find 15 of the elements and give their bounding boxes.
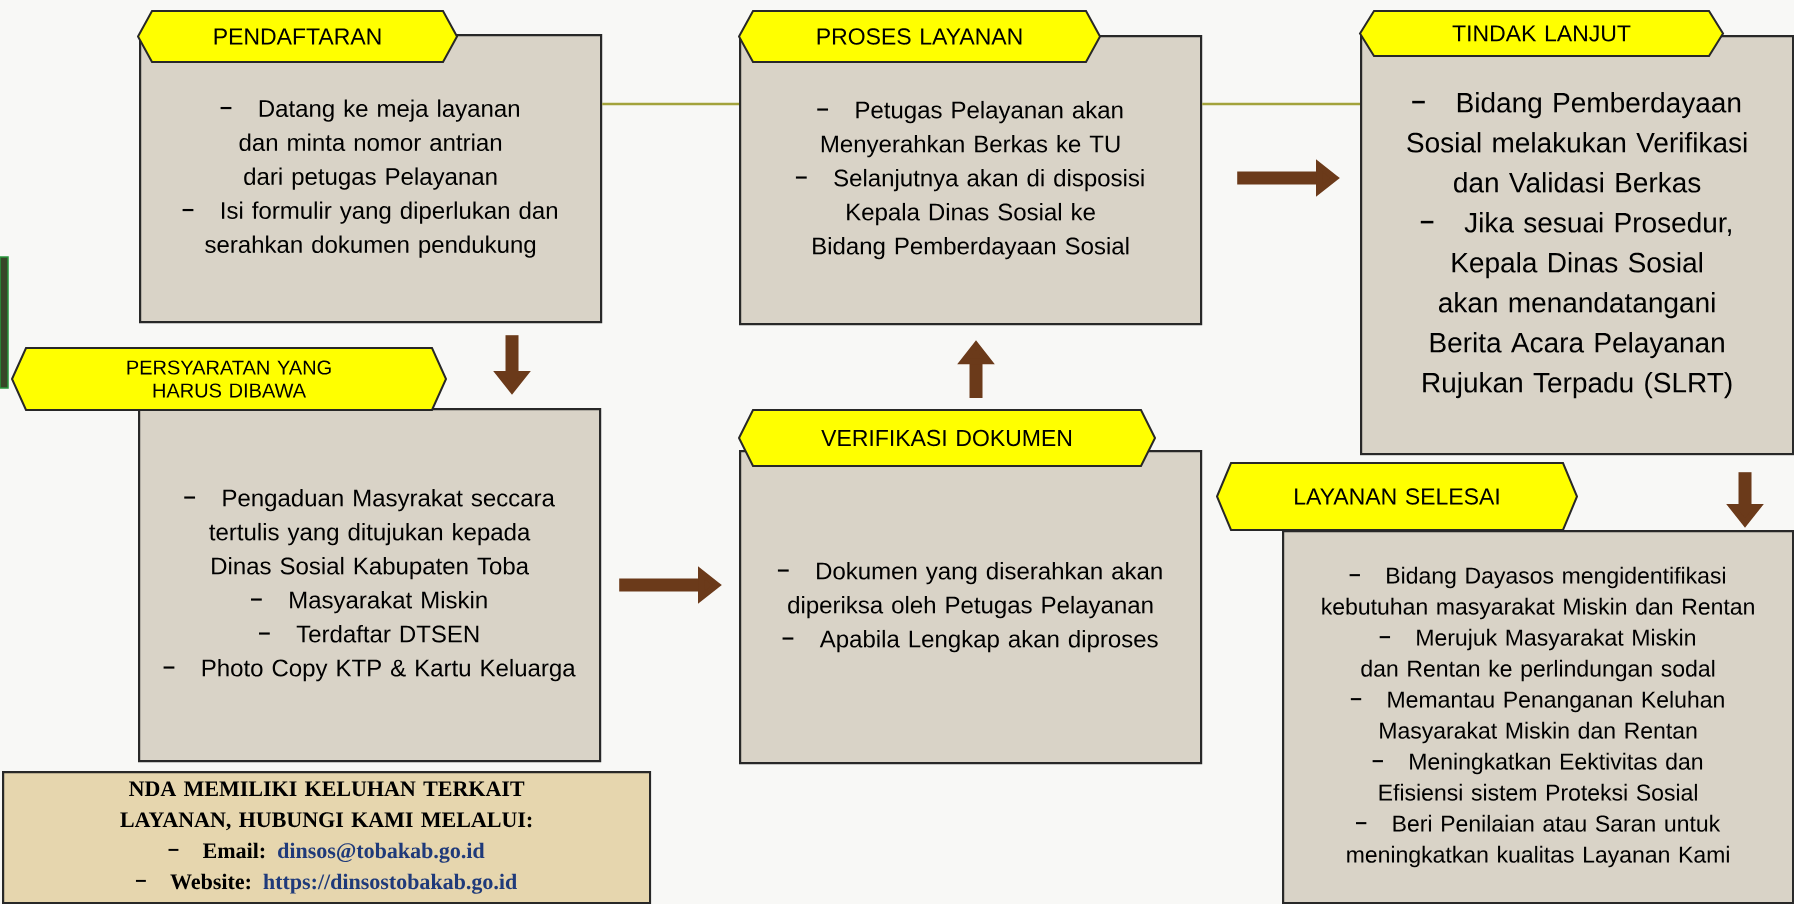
node-label: Masyarakat Miskin xyxy=(290,590,487,614)
node-label: Pengaduan Masyrakat seccara tertulis yang ditujukan kepada Dinas Sosial Kabupaten Toba xyxy=(209,488,555,580)
connector-line xyxy=(1202,102,1360,106)
connector-line xyxy=(602,102,739,106)
node-label: Meningkatkan Eektivitas dan Efisiensi sistem Proteksi Sosial xyxy=(1379,752,1703,801)
node-label: Memantau Penanganan Keluhan Masyarakat Miskin dan Rentan xyxy=(1380,690,1724,744)
node-label: Bidang Dayasos mengidentifikasi kebutuhan masyarakat Miskin dan Rentan xyxy=(1322,566,1754,620)
process-box: Dokumen yang diserahkan akan diperiksa oleh Petugas Pelayanan Apabila Lengkap akan diproses xyxy=(739,450,1203,765)
process-box: Bidang Dayasos mengidentifikasi kebutuhan masyarakat Miskin dan Rentan Merujuk Masyarakat Miskin dan Rentan ke perlindungan sodal Memantau Penanganan Keluhan Masyarakat Miskin dan Rentan Meningkatkan Eektivitas dan Efisiensi sistem Proteksi Sosial Beri Penilaian atau Saran untuk meningkatkan kualitas Layanan Kami xyxy=(1282,530,1794,904)
node-label: Photo Copy KTP & Kartu Keluarga xyxy=(202,658,576,682)
node-label: Merujuk Masyarakat Miskin dan Rentan ke perlindungan sodal xyxy=(1361,628,1715,682)
node-label: Terdaftar DTSEN xyxy=(296,624,479,643)
process-box: Pengaduan Masyrakat seccara tertulis yang ditujukan kepada Dinas Sosial Kabupaten Toba Masyarakat Miskin Terdaftar DTSEN Photo Copy KTP & Kartu Keluarga xyxy=(138,408,602,763)
contact-box: NDA MEMILIKI KELUHAN TERKAIT LAYANAN, HUBUNGI KAMI MELALUI: Email: dinsos@tobakab.go.id Website: https://dinsostobakab.go.id xyxy=(2,771,652,904)
node-label: Beri Penilaian atau Saran untuk meningkatkan kualitas Layanan Kami xyxy=(1347,814,1729,868)
